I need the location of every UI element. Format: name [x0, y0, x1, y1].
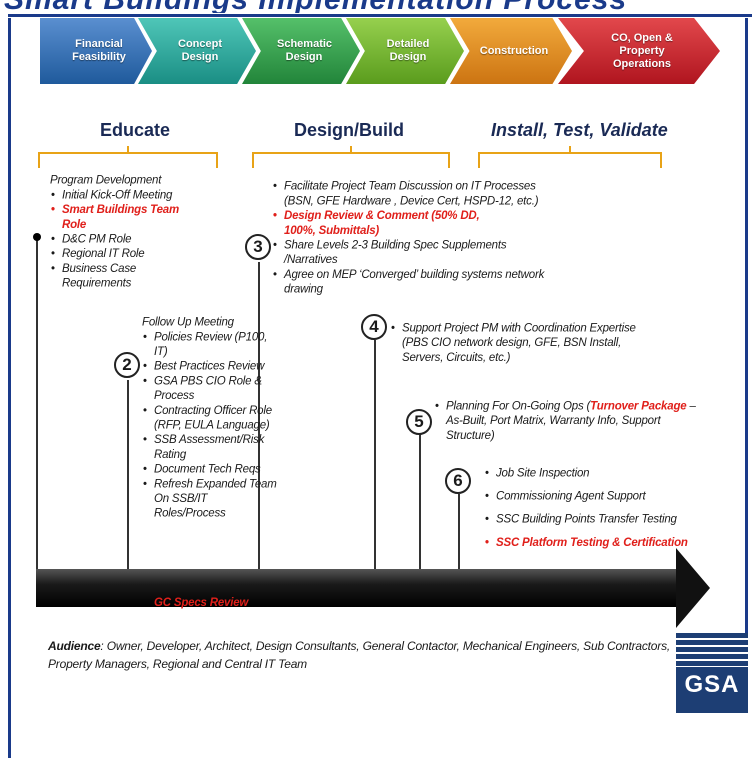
step-6-block: Job Site Inspection Commissioning Agent … [484, 466, 694, 550]
bracket-tick [350, 146, 352, 154]
gsa-logo: GSA [676, 633, 748, 713]
list-item: SSB Assessment/Risk Rating [142, 433, 277, 462]
step-2-title: Follow Up Meeting [142, 316, 234, 329]
connector-line-4 [374, 340, 376, 572]
step-1-title: Program Development [50, 174, 162, 187]
phase-financial-feasibility: Financial Feasibility [40, 18, 152, 84]
step-5-number: 5 [406, 409, 432, 435]
list-item: Document Tech Reqs [142, 462, 277, 477]
frame-left-border [8, 18, 11, 758]
step-4-number: 4 [361, 314, 387, 340]
list-item: Best Practices Review [142, 359, 277, 374]
list-item: Policies Review (P100, IT) [142, 330, 277, 359]
phase-construction: Construction [450, 18, 572, 84]
list-item: Refresh Expanded Team On SSB/IT Roles/Pr… [142, 477, 277, 521]
bracket-educate [38, 152, 218, 168]
timeline-arrow-head [676, 548, 710, 628]
list-item: D&C PM Role [50, 232, 190, 247]
list-item-highlight: Design Review & Comment (50% DD, 100%, S… [272, 209, 550, 238]
list-item: SSC Building Points Transfer Testing [484, 512, 694, 527]
list-item: Commissioning Agent Support [484, 489, 694, 504]
gc-specs-label: GC Specs Review [154, 596, 249, 610]
header-design-build: Design/Build [294, 120, 405, 140]
ops-suffix: – As-Built, Port Matrix, Warranty Info, … [446, 400, 696, 442]
bracket-tick [127, 146, 129, 154]
phase-label: Concept Design [178, 38, 222, 63]
list-item: Initial Kick-Off Meeting [50, 188, 190, 203]
phase-chevrons: Financial Feasibility Concept Design Sch… [40, 18, 720, 86]
phase-detailed-design: Detailed Design [346, 18, 464, 84]
list-item: Job Site Inspection [484, 466, 694, 481]
frame-rule [8, 14, 752, 17]
step-4-block: Support Project PM with Coordination Exp… [390, 321, 650, 365]
list-item: Regional IT Role [50, 247, 190, 262]
connector-line-1 [36, 237, 38, 572]
phase-concept-design: Concept Design [138, 18, 256, 84]
timeline-start-dot [33, 233, 41, 241]
connector-line-2 [127, 380, 129, 572]
list-item: Planning For On-Going Ops (Turnover Pack… [434, 399, 696, 443]
list-item: Support Project PM with Coordination Exp… [390, 321, 650, 365]
list-item: Share Levels 2-3 Building Spec Supplemen… [272, 238, 550, 267]
list-item: Business Case Requirements [50, 261, 190, 290]
step-3-number: 3 [245, 234, 271, 260]
list-item: Facilitate Project Team Discussion on IT… [272, 179, 550, 208]
timeline-arrow-body [36, 569, 686, 607]
step-5-block: Planning For On-Going Ops (Turnover Pack… [434, 399, 696, 443]
header-educate: Educate [100, 120, 171, 140]
step-1-block: Program Development Initial Kick-Off Mee… [50, 173, 190, 291]
phase-label: CO, Open & Property Operations [611, 31, 673, 70]
frame-right-border [745, 18, 748, 638]
phase-label: Detailed Design [386, 38, 430, 63]
step-6-number: 6 [445, 468, 471, 494]
bracket-design-build [252, 152, 450, 168]
step-2-block: Follow Up Meeting Policies Review (P100,… [142, 315, 277, 521]
phase-label: Schematic Design [277, 38, 333, 63]
phase-label: Construction [479, 44, 549, 57]
phase-schematic-design: Schematic Design [242, 18, 360, 84]
turnover-package-label: Turnover Package [590, 400, 687, 413]
gsa-logo-text: GSA [684, 671, 740, 698]
list-item: Agree on MEP ‘Converged’ building system… [272, 267, 550, 296]
step-2-number: 2 [114, 352, 140, 378]
gsa-logo-stripes [676, 633, 748, 667]
step-2-gc-specs-review: GC Specs Review [154, 596, 284, 611]
bracket-install [478, 152, 662, 168]
bracket-tick [569, 146, 571, 154]
banner-title-clipped: Smart Buildings Implementation Process [0, 0, 752, 13]
ops-prefix: Planning For On-Going Ops ( [446, 400, 591, 413]
connector-line-6 [458, 494, 460, 572]
list-item-highlight: SSC Platform Testing & Certification [484, 535, 694, 550]
header-install-test-validate: Install, Test, Validate [491, 120, 668, 140]
step-3-block: Facilitate Project Team Discussion on IT… [272, 179, 550, 297]
list-item: Contracting Officer Role (RFP, EULA Lang… [142, 403, 277, 432]
phase-label: Financial Feasibility [72, 38, 126, 63]
audience-text: Audience: Owner, Developer, Architect, D… [48, 637, 678, 673]
connector-line-5 [419, 434, 421, 572]
phase-co-open-property-operations: CO, Open & Property Operations [558, 18, 720, 84]
audience-label: Audience [48, 639, 101, 653]
list-item-highlight: Smart Buildings Team Role [50, 203, 190, 232]
audience-list: : Owner, Developer, Architect, Design Co… [48, 639, 671, 671]
list-item: GSA PBS CIO Role & Process [142, 374, 277, 403]
